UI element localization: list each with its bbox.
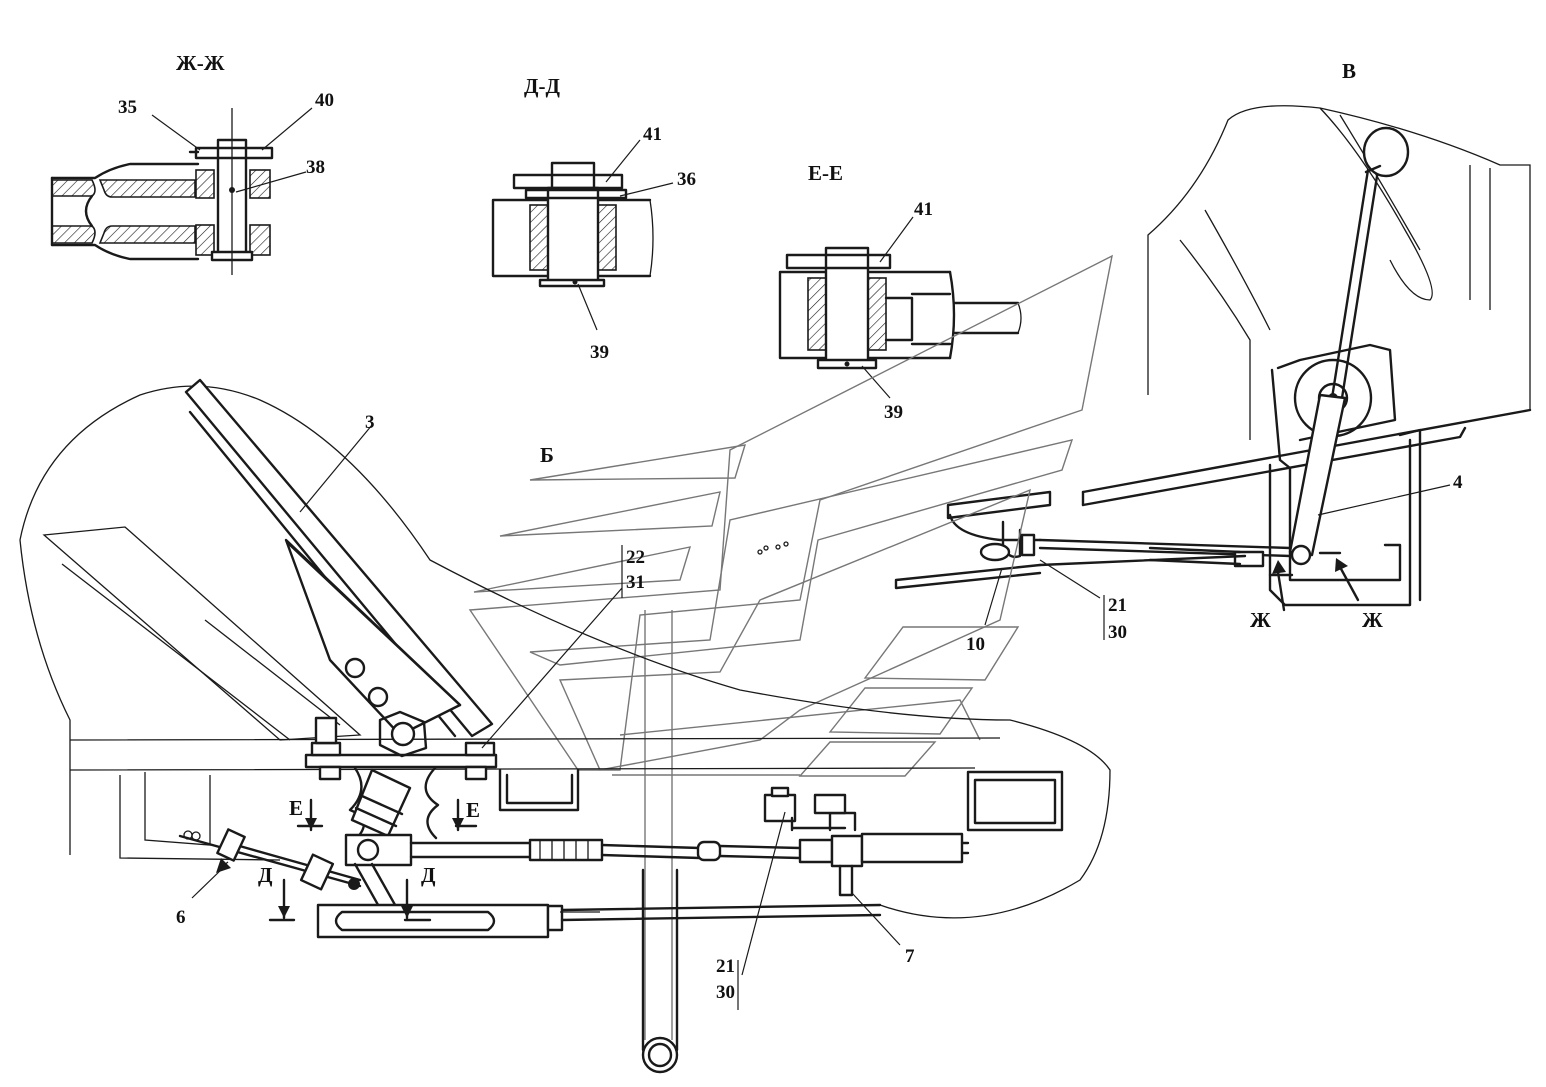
- callout-7: 7: [905, 946, 915, 967]
- cut-mark-zh-left: Ж: [1250, 608, 1271, 632]
- view-v: В: [894, 59, 1532, 655]
- cut-mark-d-right: Д: [421, 863, 436, 887]
- callout-39-d: 39: [590, 342, 609, 363]
- main-view: Е Е Д Д 3 22 31 6 7 21 30: [19, 378, 1111, 1010]
- callout-40: 40: [315, 90, 334, 111]
- section-zh-zh: Ж-Ж 35 40 38: [50, 51, 334, 275]
- section-title-e: Е-Е: [808, 161, 843, 185]
- section-e-e: Е-Е 41 39: [778, 161, 1022, 423]
- callout-22: 22: [626, 547, 645, 568]
- section-title-d: Д-Д: [524, 74, 560, 98]
- section-title-zh: Ж-Ж: [176, 51, 225, 75]
- section-title-b: Б: [540, 443, 554, 467]
- callout-41-e: 41: [914, 199, 933, 220]
- cut-mark-e-left: Е: [289, 796, 303, 820]
- section-d-d: Д-Д 41 36 39: [491, 74, 696, 363]
- callout-35: 35: [118, 97, 137, 118]
- callout-38: 38: [306, 157, 325, 178]
- callout-31: 31: [626, 572, 645, 593]
- callout-3: 3: [365, 412, 375, 433]
- callout-21-v: 21: [1108, 595, 1127, 616]
- cut-mark-e-right: Е: [466, 798, 480, 822]
- callout-4: 4: [1453, 472, 1463, 493]
- callout-36: 36: [677, 169, 696, 190]
- cut-mark-d-left: Д: [258, 863, 273, 887]
- callout-41-d: 41: [643, 124, 662, 145]
- callout-30-main: 30: [716, 982, 735, 1003]
- callout-39-e: 39: [884, 402, 903, 423]
- callout-21-main: 21: [716, 956, 735, 977]
- section-title-v: В: [1342, 59, 1356, 83]
- callout-30-v: 30: [1108, 622, 1127, 643]
- callout-10: 10: [966, 634, 985, 655]
- callout-6: 6: [176, 907, 186, 928]
- view-b-ghost: Б: [468, 254, 1113, 1074]
- cut-mark-zh-right: Ж: [1362, 608, 1383, 632]
